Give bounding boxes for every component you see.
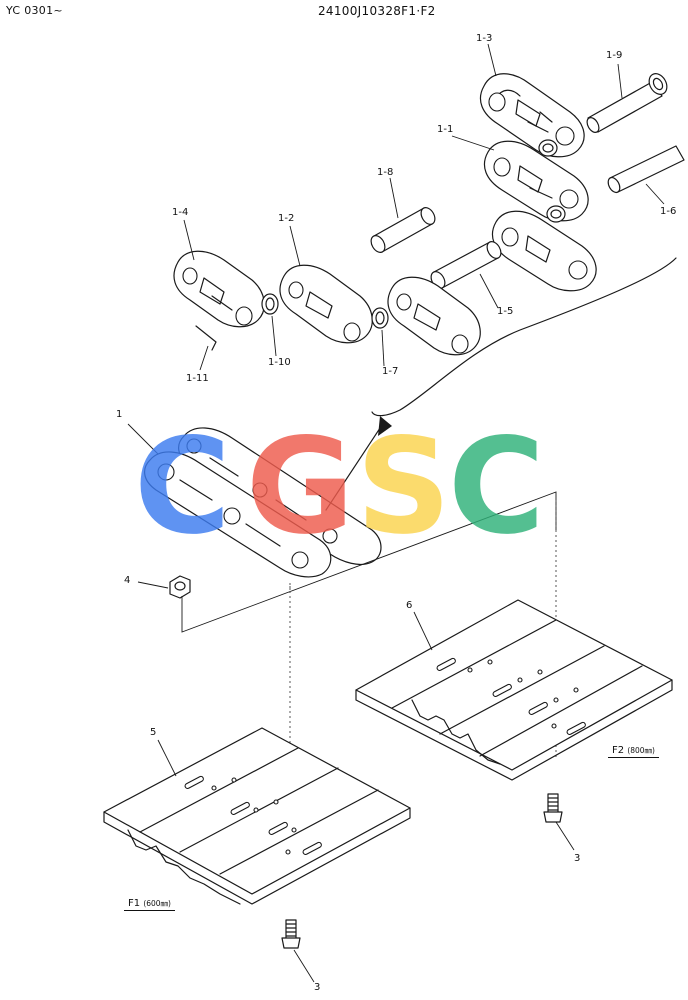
callout-1-4: 1-4 <box>172 207 189 218</box>
assembled-chain-1-drawing <box>144 427 382 578</box>
lock-pin-1-11 <box>195 325 217 351</box>
callout-1-5: 1-5 <box>497 306 514 317</box>
link-1-3-drawing <box>479 73 585 158</box>
seal-ring-1-10 <box>261 293 279 315</box>
callout-3-left: 3 <box>314 982 321 993</box>
model-serial-range: YC 0301~ <box>6 4 63 17</box>
variant-f2-code: F2 <box>612 745 625 756</box>
callout-1-6: 1-6 <box>660 206 677 217</box>
callout-1-8: 1-8 <box>377 167 394 178</box>
callout-6: 6 <box>406 600 413 611</box>
exploded-group-boundary <box>371 257 677 417</box>
pin-1-9-drawing <box>586 73 668 133</box>
link-center-drawing <box>387 276 481 356</box>
callout-4: 4 <box>124 575 131 586</box>
track-shoe-f1-drawing <box>103 727 411 905</box>
watermark-letter-s: S <box>356 410 451 564</box>
callout-1-10: 1-10 <box>268 357 291 368</box>
variant-label-f2: F2 (800㎜) <box>608 745 659 758</box>
callout-1-3: 1-3 <box>476 33 493 44</box>
variant-f1-code: F1 <box>128 898 141 909</box>
gsc-watermark-logo: C G S C <box>134 410 545 564</box>
bushing-1-5-drawing <box>430 241 502 289</box>
callout-1-9: 1-9 <box>606 50 623 61</box>
callout-1-1: 1-1 <box>437 124 454 135</box>
seal-ring-1-7 <box>371 307 389 329</box>
bushing-ring-mid <box>546 205 566 223</box>
detail-pointer-arrow <box>325 421 385 511</box>
bolt-3-left-drawing <box>281 919 301 949</box>
callout-1-7: 1-7 <box>382 366 399 377</box>
watermark-letter-g: C <box>134 410 231 564</box>
link-1-4-drawing <box>173 250 265 328</box>
link-lower-right-drawing <box>491 210 597 292</box>
drawing-number: 24100J10328F1·F2 <box>318 4 436 18</box>
bushing-ring-top <box>538 139 558 157</box>
watermark-letter-c: C <box>448 410 545 564</box>
callout-1-11: 1-11 <box>186 373 209 384</box>
variant-f1-width: (600㎜) <box>143 899 171 908</box>
bushing-1-8-drawing <box>370 207 436 253</box>
track-shoe-f2-drawing <box>355 599 673 781</box>
watermark-letter-g2: G <box>246 410 354 564</box>
pin-1-6-drawing <box>607 145 685 194</box>
variant-label-f1: F1 (600㎜) <box>124 898 175 911</box>
variant-f2-width: (800㎜) <box>627 746 655 755</box>
nut-4-drawing <box>169 575 191 599</box>
bolt-3-right-drawing <box>543 793 563 823</box>
callout-1: 1 <box>116 409 123 420</box>
callout-1-2: 1-2 <box>278 213 295 224</box>
callout-5: 5 <box>150 727 157 738</box>
link-1-2-drawing <box>279 264 373 344</box>
callout-3-right: 3 <box>574 853 581 864</box>
link-1-1-drawing <box>483 140 589 222</box>
